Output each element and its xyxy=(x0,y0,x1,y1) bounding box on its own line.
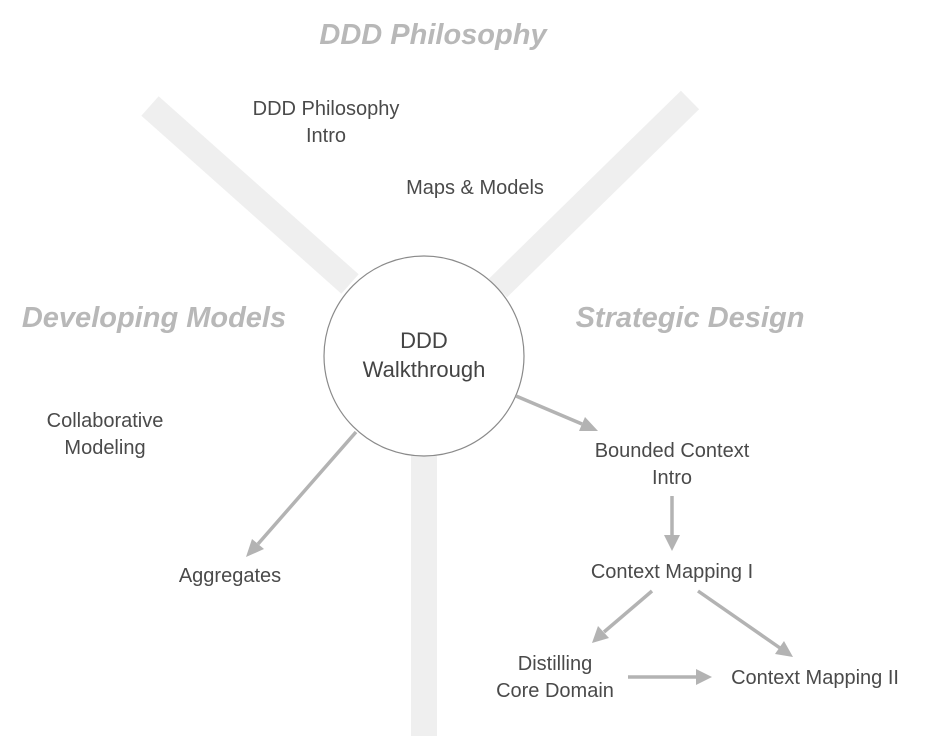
node-label-line2: Core Domain xyxy=(496,680,614,702)
node-context-mapping-1[interactable]: Context Mapping I xyxy=(591,561,753,583)
node-label-line2: Intro xyxy=(652,467,692,489)
node-label: Context Mapping II xyxy=(731,667,899,689)
node-label-line2: Intro xyxy=(306,125,346,147)
node-aggregates[interactable]: Aggregates xyxy=(179,565,281,587)
node-label-line1: DDD Philosophy xyxy=(253,98,400,120)
node-collaborative-modeling[interactable]: Collaborative Modeling xyxy=(47,410,164,459)
connectors xyxy=(246,394,793,685)
node-label-line1: Distilling xyxy=(518,653,592,675)
node-label: Maps & Models xyxy=(406,177,544,199)
section-title-philosophy: DDD Philosophy xyxy=(319,19,548,51)
arrow-context-mapping-1-to-context-mapping-2 xyxy=(697,589,793,657)
node-distilling-core-domain[interactable]: Distilling Core Domain xyxy=(496,653,614,702)
node-label: Context Mapping I xyxy=(591,561,753,583)
arrow-distilling-to-context-mapping-2 xyxy=(628,669,712,685)
arrow-bounded-context-to-context-mapping-1 xyxy=(664,496,680,551)
center-node[interactable]: DDD Walkthrough xyxy=(323,255,525,457)
center-label-line2: Walkthrough xyxy=(363,357,486,382)
node-ddd-philosophy-intro[interactable]: DDD Philosophy Intro xyxy=(253,98,400,147)
section-dividers xyxy=(141,90,700,736)
node-label-line1: Collaborative xyxy=(47,410,164,432)
arrow-center-to-bounded-context xyxy=(515,394,598,431)
divider-band-right xyxy=(488,90,700,298)
node-context-mapping-2[interactable]: Context Mapping II xyxy=(731,667,899,689)
node-label-line1: Bounded Context xyxy=(595,440,750,462)
node-maps-and-models[interactable]: Maps & Models xyxy=(406,177,544,199)
node-label-line2: Modeling xyxy=(64,437,145,459)
section-title-developing-models: Developing Models xyxy=(22,302,286,334)
center-label-line1: DDD xyxy=(400,328,448,353)
arrow-center-to-aggregates xyxy=(246,430,358,557)
node-label: Aggregates xyxy=(179,565,281,587)
arrow-context-mapping-1-to-distilling xyxy=(592,589,654,643)
center-circle xyxy=(323,255,525,457)
divider-band-left xyxy=(141,96,359,294)
section-title-strategic-design: Strategic Design xyxy=(576,302,805,334)
node-bounded-context-intro[interactable]: Bounded Context Intro xyxy=(595,440,750,489)
